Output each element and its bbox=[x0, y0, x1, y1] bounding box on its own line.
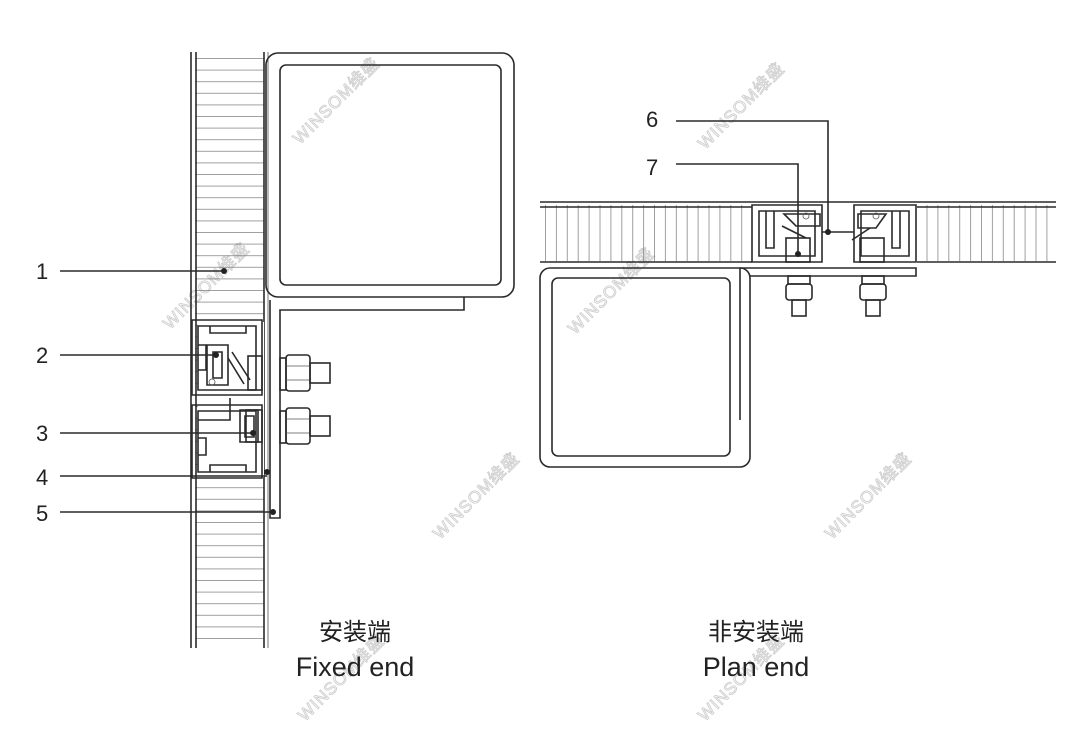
callout-7: 7 bbox=[646, 155, 658, 180]
steel-column bbox=[539, 267, 917, 468]
callout-6: 6 bbox=[646, 107, 658, 132]
fixed-end-section: 1 2 3 4 5 安装端 Fixed end bbox=[36, 52, 515, 682]
watermark-logo: WINSOM维盛 bbox=[821, 449, 915, 543]
bolt-right bbox=[859, 237, 887, 317]
fixed-end-caption-zh: 安装端 bbox=[319, 618, 391, 646]
steel-column bbox=[265, 52, 515, 519]
watermark-logo: WINSOM维盛 bbox=[289, 54, 383, 148]
bolt-upper bbox=[247, 354, 331, 392]
watermark-logo: WINSOM维盛 bbox=[694, 59, 788, 153]
callout-1: 1 bbox=[36, 259, 48, 284]
aluminium-track bbox=[191, 319, 264, 479]
plan-end-caption-en: Plan end bbox=[703, 652, 810, 682]
callout-leaders-right bbox=[676, 120, 831, 257]
callout-2: 2 bbox=[36, 343, 48, 368]
plan-end-caption-zh: 非安装端 bbox=[708, 618, 804, 646]
watermark-logo: WINSOM维盛 bbox=[429, 449, 523, 543]
aluminium-track bbox=[751, 203, 917, 266]
callout-leaders-left bbox=[60, 268, 276, 515]
bolt-lower bbox=[245, 407, 331, 445]
callout-5: 5 bbox=[36, 501, 48, 526]
plan-end-section: 6 7 非安装端 Plan end bbox=[539, 107, 1056, 682]
callout-4: 4 bbox=[36, 465, 48, 490]
callout-3: 3 bbox=[36, 421, 48, 446]
fixed-end-caption-en: Fixed end bbox=[296, 652, 415, 682]
